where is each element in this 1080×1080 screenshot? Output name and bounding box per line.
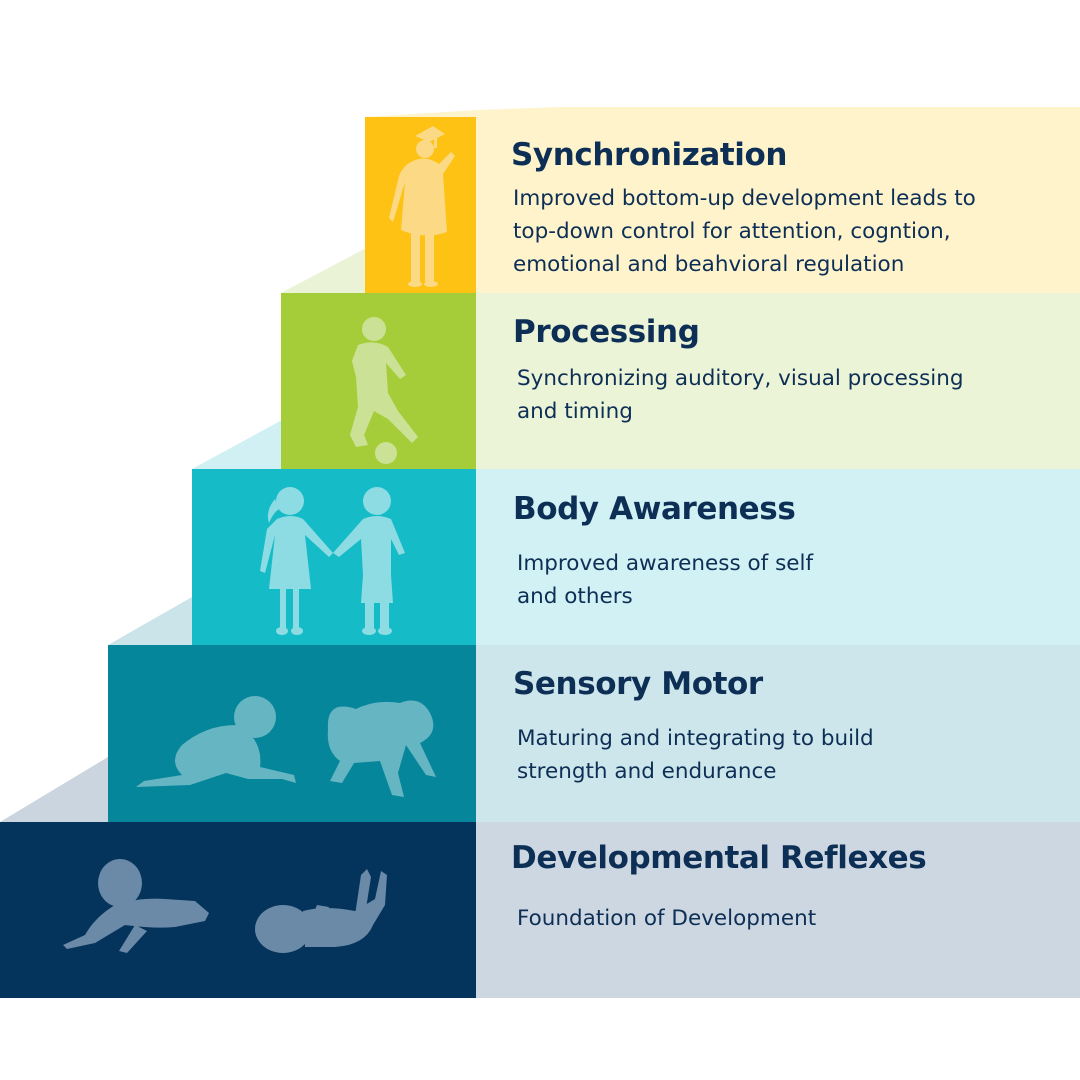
crawling-babies-silhouette-icon [136, 696, 436, 797]
children-holding-hands-silhouette-icon [260, 487, 405, 635]
body-awareness-title: Body Awareness [513, 491, 796, 527]
synchronization-title: Synchronization [511, 137, 788, 173]
body-awareness-panel [476, 469, 1080, 645]
developmental-reflexes-description: Foundation of Development [517, 906, 817, 931]
body-awareness-description: Improved awareness of self and others [517, 551, 814, 609]
infants-lying-silhouette-icon [63, 859, 387, 953]
developmental-reflexes-step [0, 822, 476, 998]
synchronization-description: Improved bottom-up development leads to … [513, 186, 976, 277]
synchronization-panel [476, 117, 1080, 293]
soccer-child-silhouette-icon [350, 317, 418, 464]
developmental-reflexes-panel [476, 822, 1080, 998]
processing-description: Synchronizing auditory, visual processin… [517, 366, 964, 424]
processing-title: Processing [513, 314, 700, 350]
processing-panel [476, 293, 1080, 469]
sensory-motor-description: Maturing and integrating to build streng… [517, 726, 874, 784]
body-awareness-step [192, 469, 476, 645]
graduate-silhouette-icon [389, 126, 455, 287]
sensory-motor-panel [476, 645, 1080, 822]
sensory-motor-title: Sensory Motor [513, 666, 763, 702]
developmental-reflexes-title: Developmental Reflexes [511, 840, 927, 876]
